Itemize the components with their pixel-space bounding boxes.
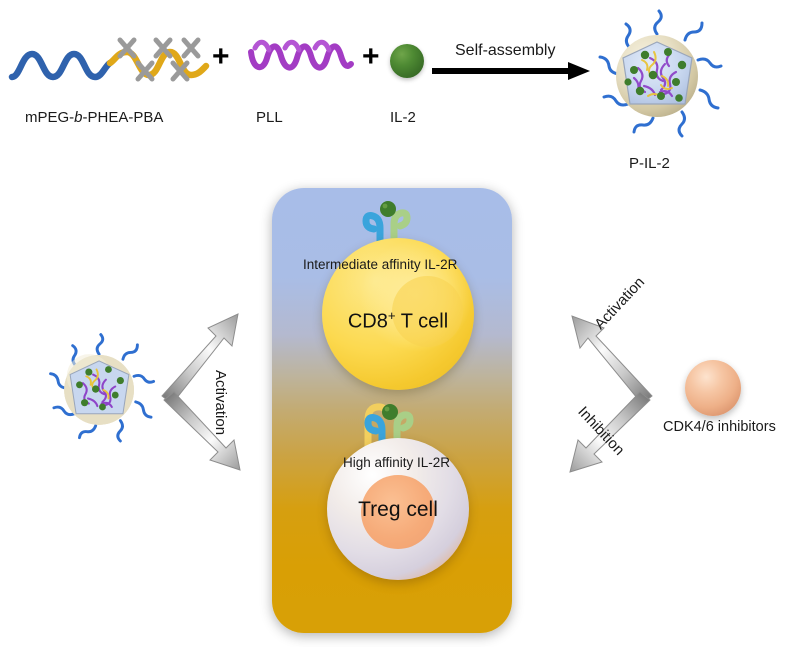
helix-icon bbox=[247, 36, 357, 78]
left-activation-label: Activation bbox=[212, 370, 229, 436]
self-assembly-arrow bbox=[432, 62, 592, 80]
product-label: P-IL-2 bbox=[629, 155, 670, 172]
cd8-label-sup: + bbox=[387, 308, 396, 323]
cd8-label-main: CD8 bbox=[347, 310, 388, 333]
il2-label: IL-2 bbox=[390, 109, 416, 126]
il2-sphere-icon bbox=[390, 44, 424, 78]
nanoparticle-icon bbox=[590, 8, 725, 143]
right-double-arrow-chevron-icon bbox=[546, 296, 666, 486]
treg-label-main: Treg cell bbox=[358, 498, 438, 521]
il2r-high-icon bbox=[352, 398, 422, 462]
plus-operator-2: + bbox=[362, 40, 380, 73]
polymer-label-tail: -PHEA-PBA bbox=[82, 109, 164, 126]
pll-label: PLL bbox=[256, 109, 283, 126]
polymer-chain-icon bbox=[8, 30, 210, 85]
treg-cell bbox=[327, 438, 469, 580]
self-assembly-label: Self-assembly bbox=[455, 42, 556, 59]
cdk46-label: CDK4/6 inhibitors bbox=[663, 419, 776, 435]
cd8-t-cell bbox=[322, 238, 474, 390]
polymer-label: mPEG-b-PHEA-PBA bbox=[25, 110, 163, 125]
treg-cell-label: Treg cell bbox=[327, 498, 469, 522]
left-double-arrow-chevron-icon bbox=[160, 300, 270, 480]
left-nanoparticle-icon bbox=[42, 332, 157, 447]
polymer-label-head: mPEG- bbox=[25, 109, 75, 126]
cd8-label-tail: T cell bbox=[395, 310, 449, 333]
cdk46-sphere-icon bbox=[685, 360, 741, 416]
treg-receptor-label: High affinity IL-2R bbox=[343, 455, 451, 470]
cd8-nucleus bbox=[391, 276, 464, 348]
polymer-label-italic: b bbox=[74, 109, 83, 126]
treg-nucleus bbox=[361, 474, 435, 549]
plus-operator-1: + bbox=[212, 40, 230, 73]
il2r-intermediate-icon bbox=[358, 198, 418, 262]
cd8-cell-label: CD8+ T cell bbox=[322, 308, 474, 334]
cd8-receptor-label: Intermediate affinity IL-2R bbox=[303, 257, 458, 272]
